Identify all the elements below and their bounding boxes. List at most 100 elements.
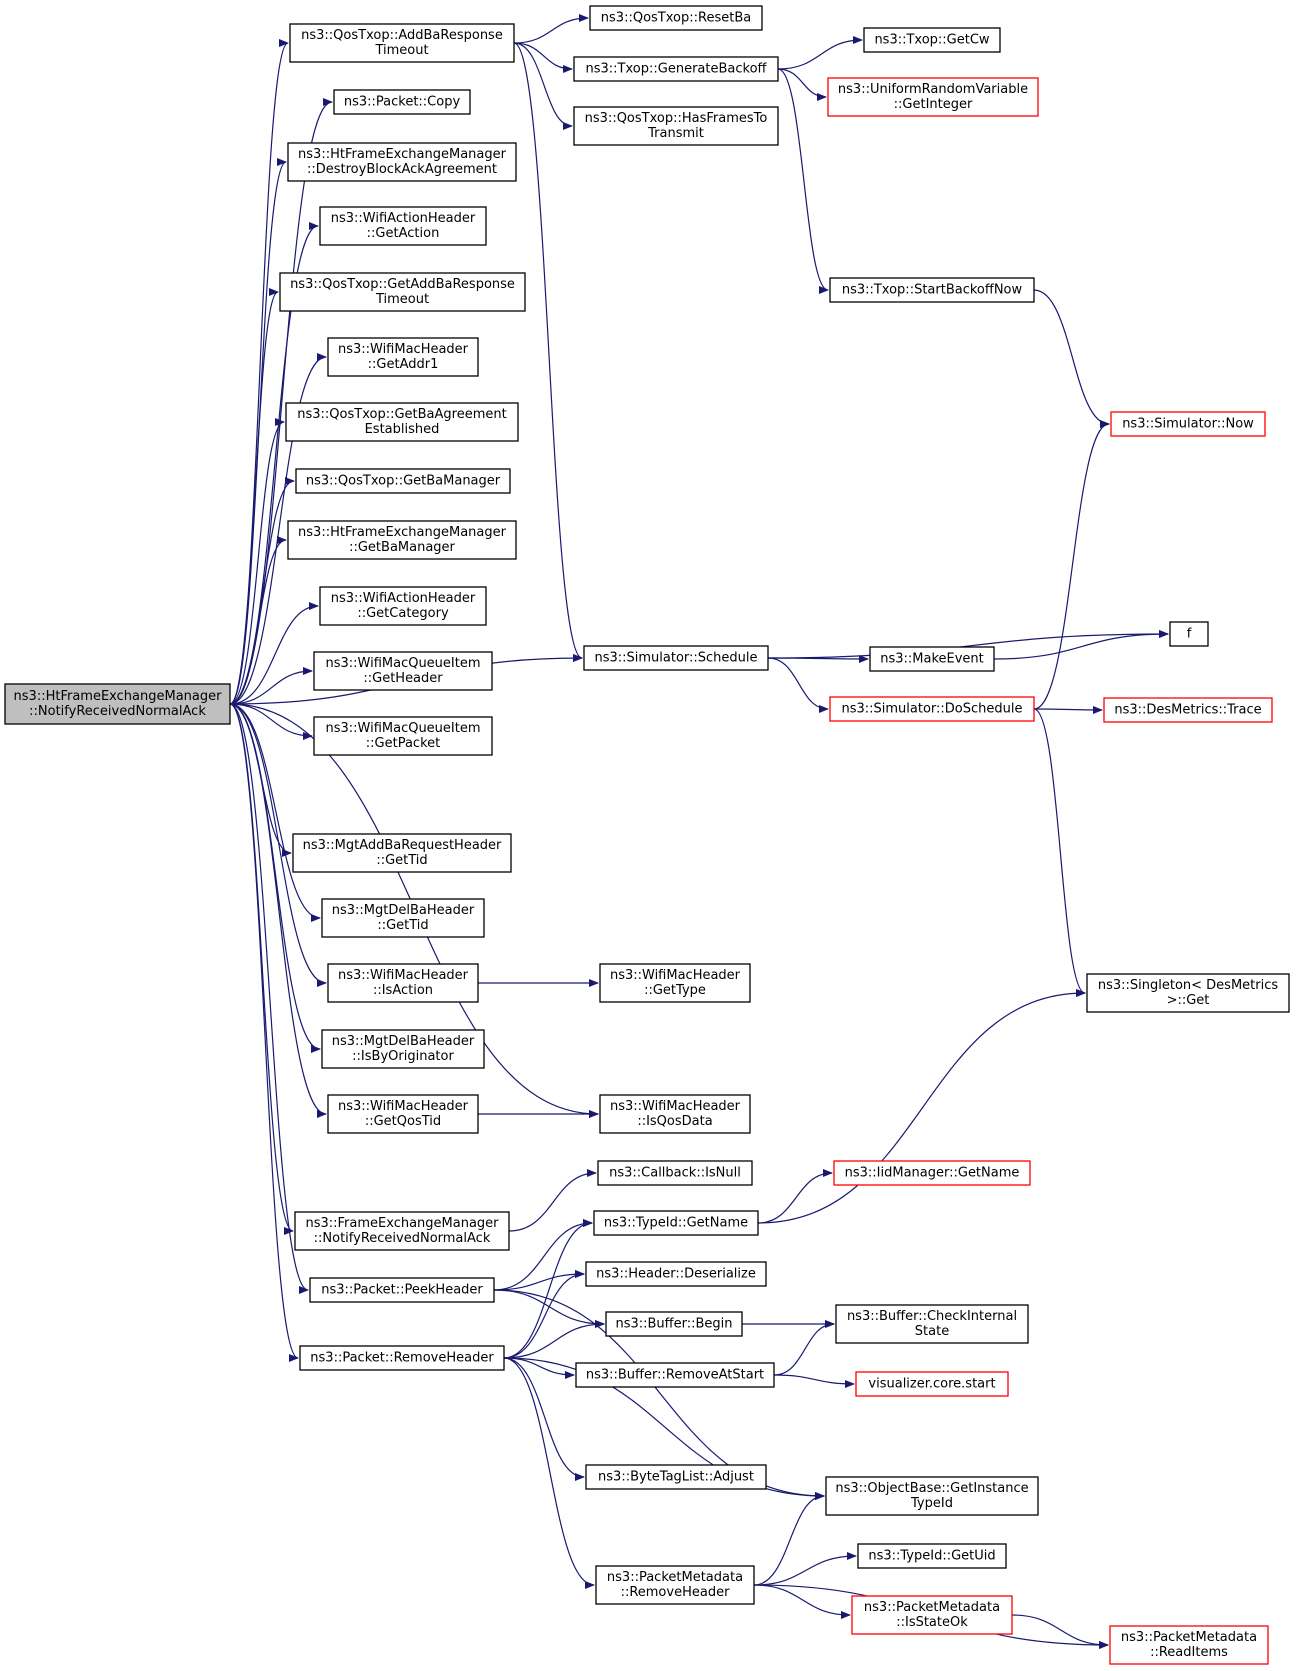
node-destroy-ba[interactable]: ns3::HtFrameExchangeManager::DestroyBloc… bbox=[287, 142, 517, 182]
node-getqostid[interactable]: ns3::WifiMacHeader::GetQosTid bbox=[327, 1094, 479, 1134]
node-box[interactable] bbox=[833, 1160, 1031, 1186]
node-box[interactable] bbox=[855, 1371, 1009, 1397]
node-getcw[interactable]: ns3::Txop::GetCw bbox=[863, 27, 1001, 53]
node-makeevent[interactable]: ns3::MakeEvent bbox=[869, 646, 995, 672]
node-box[interactable] bbox=[573, 56, 779, 82]
node-box[interactable] bbox=[294, 1211, 510, 1251]
node-isbyoriginator[interactable]: ns3::MgtDelBaHeader::IsByOriginator bbox=[321, 1029, 485, 1069]
node-doschedule[interactable]: ns3::Simulator::DoSchedule bbox=[829, 696, 1035, 722]
node-packet-copy[interactable]: ns3::Packet::Copy bbox=[333, 89, 471, 115]
node-box[interactable] bbox=[279, 272, 526, 312]
node-box[interactable] bbox=[597, 1160, 753, 1186]
node-box[interactable] bbox=[829, 696, 1035, 722]
node-schedule[interactable]: ns3::Simulator::Schedule bbox=[583, 645, 769, 671]
node-getcategory[interactable]: ns3::WifiActionHeader::GetCategory bbox=[319, 586, 487, 626]
node-getuid[interactable]: ns3::TypeId::GetUid bbox=[857, 1543, 1007, 1569]
node-box[interactable] bbox=[333, 89, 471, 115]
node-viz-start[interactable]: visualizer.core.start bbox=[855, 1371, 1009, 1397]
node-box[interactable] bbox=[309, 1277, 495, 1303]
node-box[interactable] bbox=[285, 402, 519, 442]
node-box[interactable] bbox=[863, 27, 1001, 53]
node-box[interactable] bbox=[835, 1304, 1029, 1344]
node-ht-getbamanager[interactable]: ns3::HtFrameExchangeManager::GetBaManage… bbox=[287, 520, 517, 560]
node-box[interactable] bbox=[319, 586, 487, 626]
node-delba-gettid[interactable]: ns3::MgtDelBaHeader::GetTid bbox=[321, 898, 485, 938]
node-box[interactable] bbox=[1086, 973, 1290, 1013]
node-box[interactable] bbox=[575, 1362, 775, 1388]
node-box[interactable] bbox=[313, 651, 493, 691]
node-box[interactable] bbox=[1103, 697, 1273, 723]
node-typeid-getname[interactable]: ns3::TypeId::GetName bbox=[593, 1210, 759, 1236]
node-adjust[interactable]: ns3::ByteTagList::Adjust bbox=[585, 1464, 767, 1490]
node-box[interactable] bbox=[1109, 1625, 1269, 1665]
node-queue-getheader[interactable]: ns3::WifiMacQueueItem::GetHeader bbox=[313, 651, 493, 691]
node-peekheader[interactable]: ns3::Packet::PeekHeader bbox=[309, 1277, 495, 1303]
node-addbareq-gettid[interactable]: ns3::MgtAddBaRequestHeader::GetTid bbox=[292, 833, 512, 873]
node-box[interactable] bbox=[595, 1565, 755, 1605]
node-box[interactable] bbox=[589, 5, 763, 31]
node-isstateok[interactable]: ns3::PacketMetadata::IsStateOk bbox=[851, 1595, 1013, 1635]
node-isnull[interactable]: ns3::Callback::IsNull bbox=[597, 1160, 753, 1186]
node-box[interactable] bbox=[295, 468, 511, 494]
node-isaction[interactable]: ns3::WifiMacHeader::IsAction bbox=[327, 963, 479, 1003]
node-box[interactable] bbox=[327, 1094, 479, 1134]
node-removeheader[interactable]: ns3::Packet::RemoveHeader bbox=[299, 1345, 505, 1371]
node-box[interactable] bbox=[869, 646, 995, 672]
node-box[interactable] bbox=[292, 833, 512, 873]
node-fem-notify[interactable]: ns3::FrameExchangeManager::NotifyReceive… bbox=[294, 1211, 510, 1251]
node-resetba[interactable]: ns3::QosTxop::ResetBa bbox=[589, 5, 763, 31]
node-box[interactable] bbox=[327, 337, 479, 377]
node-box[interactable] bbox=[289, 23, 515, 63]
node-box[interactable] bbox=[825, 1476, 1039, 1516]
node-box[interactable] bbox=[605, 1311, 743, 1337]
node-box[interactable] bbox=[583, 645, 769, 671]
node-startbackoff[interactable]: ns3::Txop::StartBackoffNow bbox=[829, 277, 1035, 303]
node-box[interactable] bbox=[1169, 621, 1209, 647]
node-isqosdata[interactable]: ns3::WifiMacHeader::IsQosData bbox=[599, 1094, 751, 1134]
node-box[interactable] bbox=[319, 206, 487, 246]
node-box[interactable] bbox=[321, 1029, 485, 1069]
node-removeatstart[interactable]: ns3::Buffer::RemoveAtStart bbox=[575, 1362, 775, 1388]
node-buffer-begin[interactable]: ns3::Buffer::Begin bbox=[605, 1311, 743, 1337]
node-sim-now[interactable]: ns3::Simulator::Now bbox=[1110, 411, 1266, 437]
node-box[interactable] bbox=[593, 1210, 759, 1236]
node-f[interactable]: f bbox=[1169, 621, 1209, 647]
node-deserialize[interactable]: ns3::Header::Deserialize bbox=[585, 1261, 767, 1287]
node-box[interactable] bbox=[1110, 411, 1266, 437]
node-box[interactable] bbox=[857, 1543, 1007, 1569]
node-box[interactable] bbox=[585, 1261, 767, 1287]
node-gettype[interactable]: ns3::WifiMacHeader::GetType bbox=[599, 963, 751, 1003]
node-box[interactable] bbox=[599, 963, 751, 1003]
node-box[interactable] bbox=[585, 1464, 767, 1490]
node-box[interactable] bbox=[287, 142, 517, 182]
node-box[interactable] bbox=[573, 106, 779, 146]
node-box[interactable] bbox=[599, 1094, 751, 1134]
node-getinteger[interactable]: ns3::UniformRandomVariable::GetInteger bbox=[827, 77, 1039, 117]
node-box[interactable] bbox=[827, 77, 1039, 117]
node-box[interactable] bbox=[4, 683, 231, 725]
node-getaddr1[interactable]: ns3::WifiMacHeader::GetAddr1 bbox=[327, 337, 479, 377]
node-box[interactable] bbox=[287, 520, 517, 560]
node-pm-removeheader[interactable]: ns3::PacketMetadata::RemoveHeader bbox=[595, 1565, 755, 1605]
node-box[interactable] bbox=[829, 277, 1035, 303]
node-action-getaction[interactable]: ns3::WifiActionHeader::GetAction bbox=[319, 206, 487, 246]
node-iid-getname[interactable]: ns3::IidManager::GetName bbox=[833, 1160, 1031, 1186]
node-trace[interactable]: ns3::DesMetrics::Trace bbox=[1103, 697, 1273, 723]
node-readitems[interactable]: ns3::PacketMetadata::ReadItems bbox=[1109, 1625, 1269, 1665]
node-box[interactable] bbox=[851, 1595, 1013, 1635]
node-qos-getbamanager[interactable]: ns3::QosTxop::GetBaManager bbox=[295, 468, 511, 494]
node-queue-getpacket[interactable]: ns3::WifiMacQueueItem::GetPacket bbox=[313, 716, 493, 756]
node-genbackoff[interactable]: ns3::Txop::GenerateBackoff bbox=[573, 56, 779, 82]
node-singleton-get[interactable]: ns3::Singleton< DesMetrics>::Get bbox=[1086, 973, 1290, 1013]
node-box[interactable] bbox=[299, 1345, 505, 1371]
node-box[interactable] bbox=[321, 898, 485, 938]
node-box[interactable] bbox=[313, 716, 493, 756]
node-root[interactable]: ns3::HtFrameExchangeManager::NotifyRecei… bbox=[4, 683, 231, 725]
node-box[interactable] bbox=[327, 963, 479, 1003]
